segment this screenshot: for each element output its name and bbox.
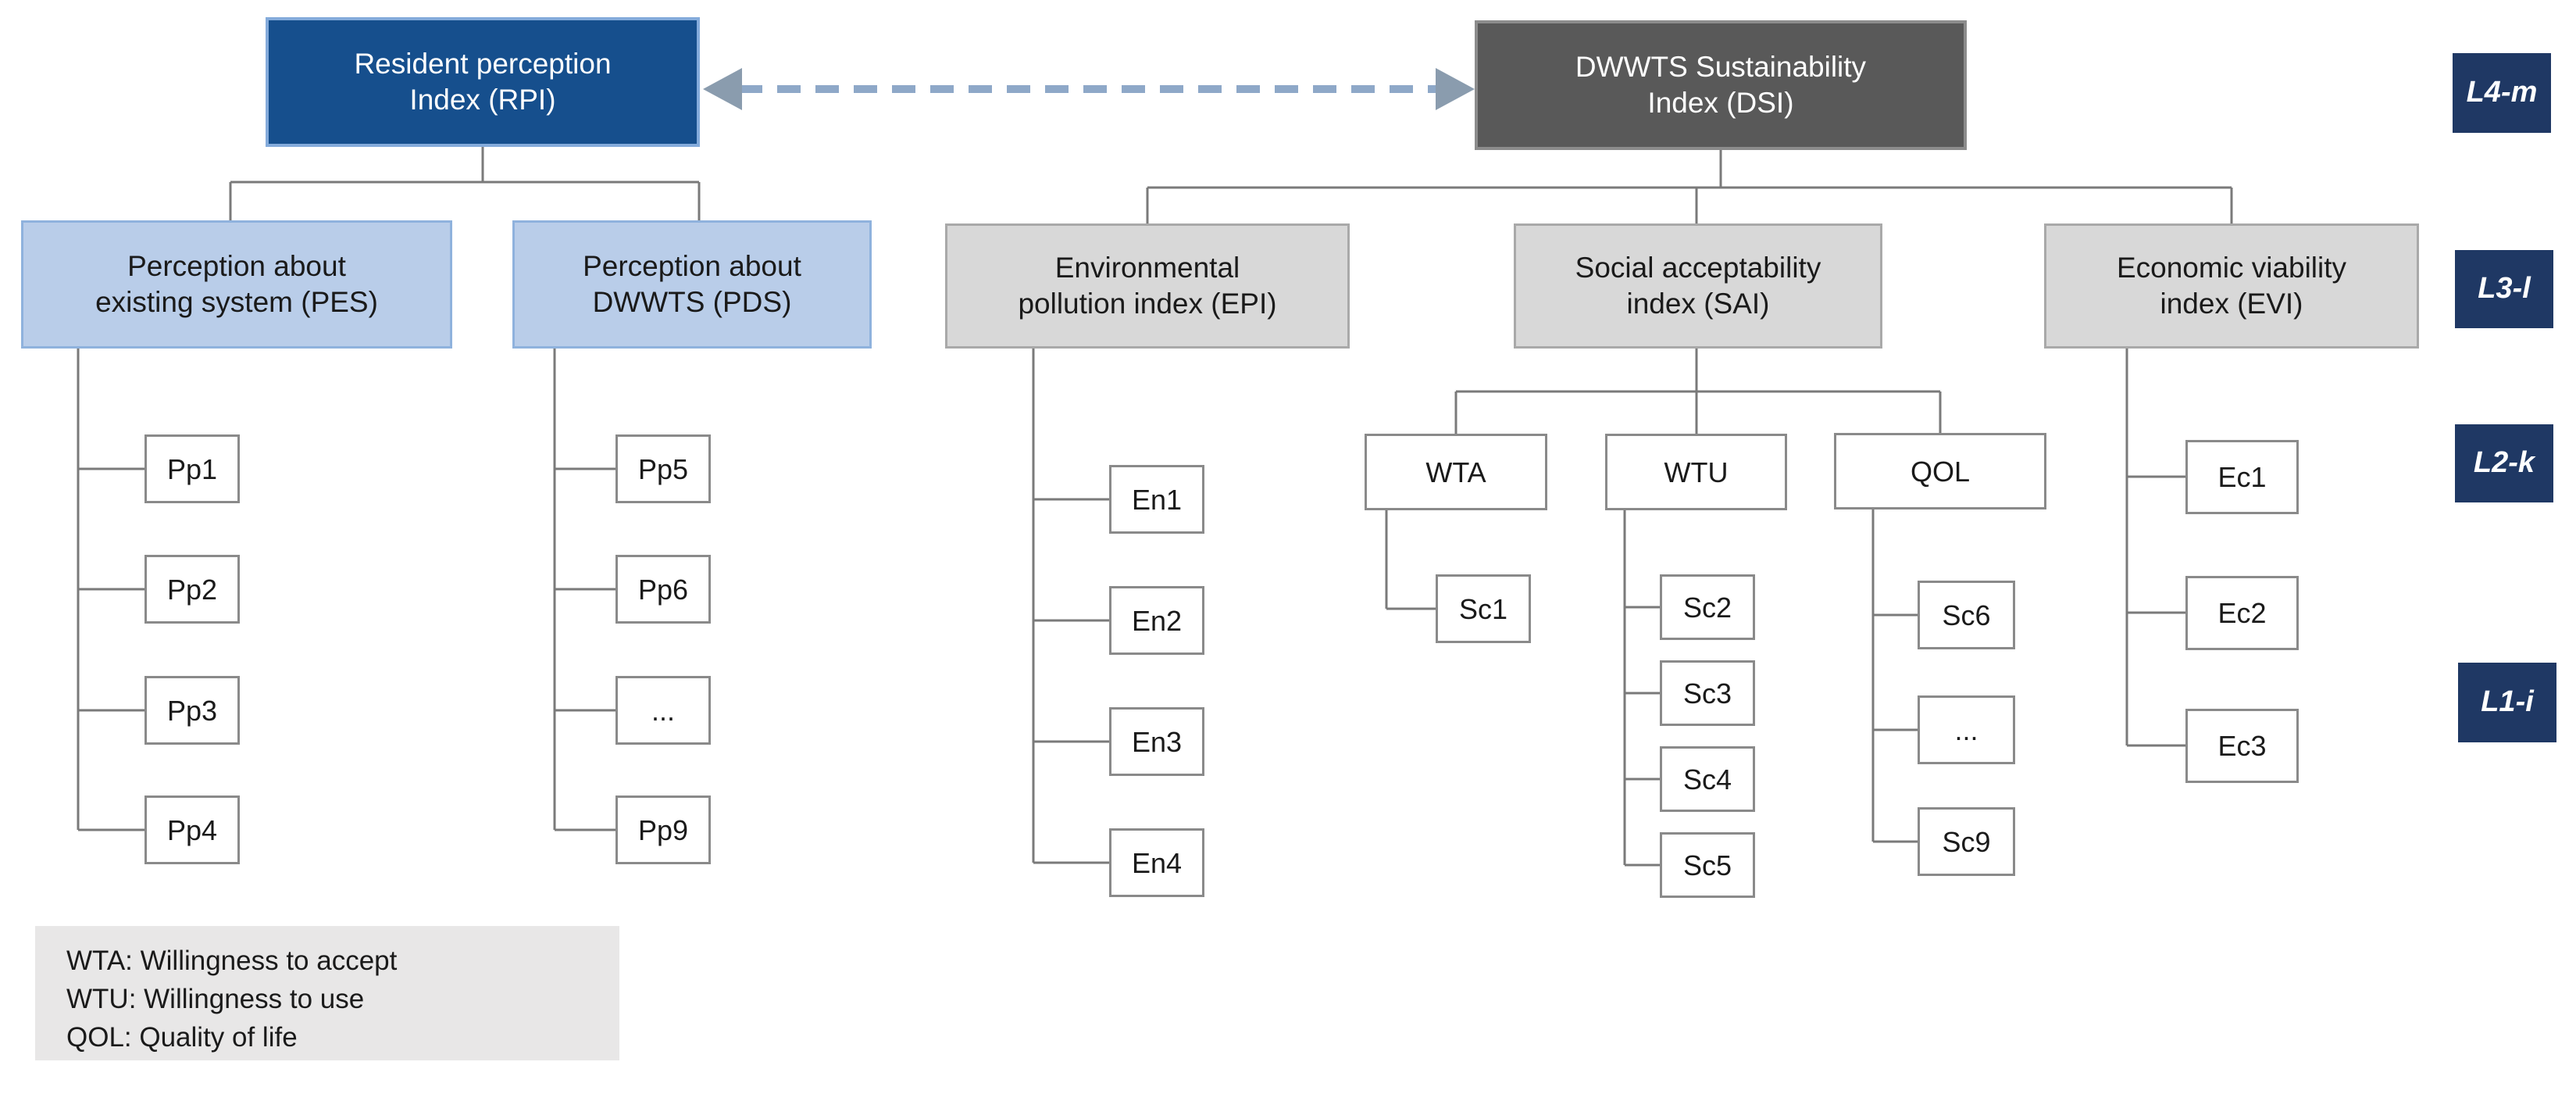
node-ec2: Ec2 [2185,576,2299,650]
node-wta: WTA [1365,434,1547,510]
node-epi: Environmental pollution index (EPI) [945,223,1350,349]
abbreviation-legend: WTA: Willingness to accept WTU: Willingn… [35,926,619,1060]
arrowhead-left-icon [703,68,742,110]
wta-leaves-connector [1385,510,1436,610]
node-sc5: Sc5 [1660,832,1755,898]
node-wtu: WTU [1605,434,1787,510]
level-tag-l2: L2-k [2455,424,2553,502]
legend-line-wta: WTA: Willingness to accept [66,946,398,976]
pes-leaves-connector [77,349,144,831]
node-pp9: Pp9 [615,795,711,864]
qol-leaves-connector [1871,509,1918,843]
level-tag-l3: L3-l [2455,250,2553,328]
node-pp1: Pp1 [144,434,240,503]
node-rpi: Resident perception Index (RPI) [266,17,700,147]
pds-leaves-connector [553,349,615,831]
node-sc4: Sc4 [1660,746,1755,812]
node-en2: En2 [1109,586,1204,655]
rpi-dsi-dashed-arrow [703,68,1475,110]
legend-line-wtu: WTU: Willingness to use [66,984,365,1014]
node-ec1: Ec1 [2185,440,2299,514]
node-sc2: Sc2 [1660,574,1755,640]
sai-children-connector [1454,349,1942,434]
node-sc6: Sc6 [1918,581,2015,649]
node-evi: Economic viability index (EVI) [2044,223,2419,349]
node-sai: Social acceptability index (SAI) [1514,223,1882,349]
wtu-leaves-connector [1623,510,1660,867]
evi-leaves-connector [2125,349,2185,747]
node-en4: En4 [1109,828,1204,897]
node-sc-ellipsis: ... [1918,695,2015,764]
node-en3: En3 [1109,707,1204,776]
node-ec3: Ec3 [2185,709,2299,783]
node-sc3: Sc3 [1660,660,1755,726]
node-qol: QOL [1834,433,2046,509]
arrowhead-right-icon [1436,68,1475,110]
node-pds: Perception about DWWTS (PDS) [512,220,872,349]
legend-line-qol: QOL: Quality of life [66,1022,298,1053]
node-en1: En1 [1109,465,1204,534]
level-tag-l1: L1-i [2458,663,2556,742]
node-pp2: Pp2 [144,555,240,624]
dsi-children-connector [1146,150,2233,223]
node-pp-ellipsis: ... [615,676,711,745]
node-pes: Perception about existing system (PES) [21,220,452,349]
node-dsi: DWWTS Sustainability Index (DSI) [1475,20,1967,150]
node-pp3: Pp3 [144,676,240,745]
rpi-children-connector [229,147,701,220]
node-pp4: Pp4 [144,795,240,864]
node-pp5: Pp5 [615,434,711,503]
epi-leaves-connector [1032,349,1109,864]
level-tag-l4: L4-m [2453,53,2551,133]
node-sc9: Sc9 [1918,807,2015,876]
node-pp6: Pp6 [615,555,711,624]
node-sc1: Sc1 [1436,574,1531,643]
